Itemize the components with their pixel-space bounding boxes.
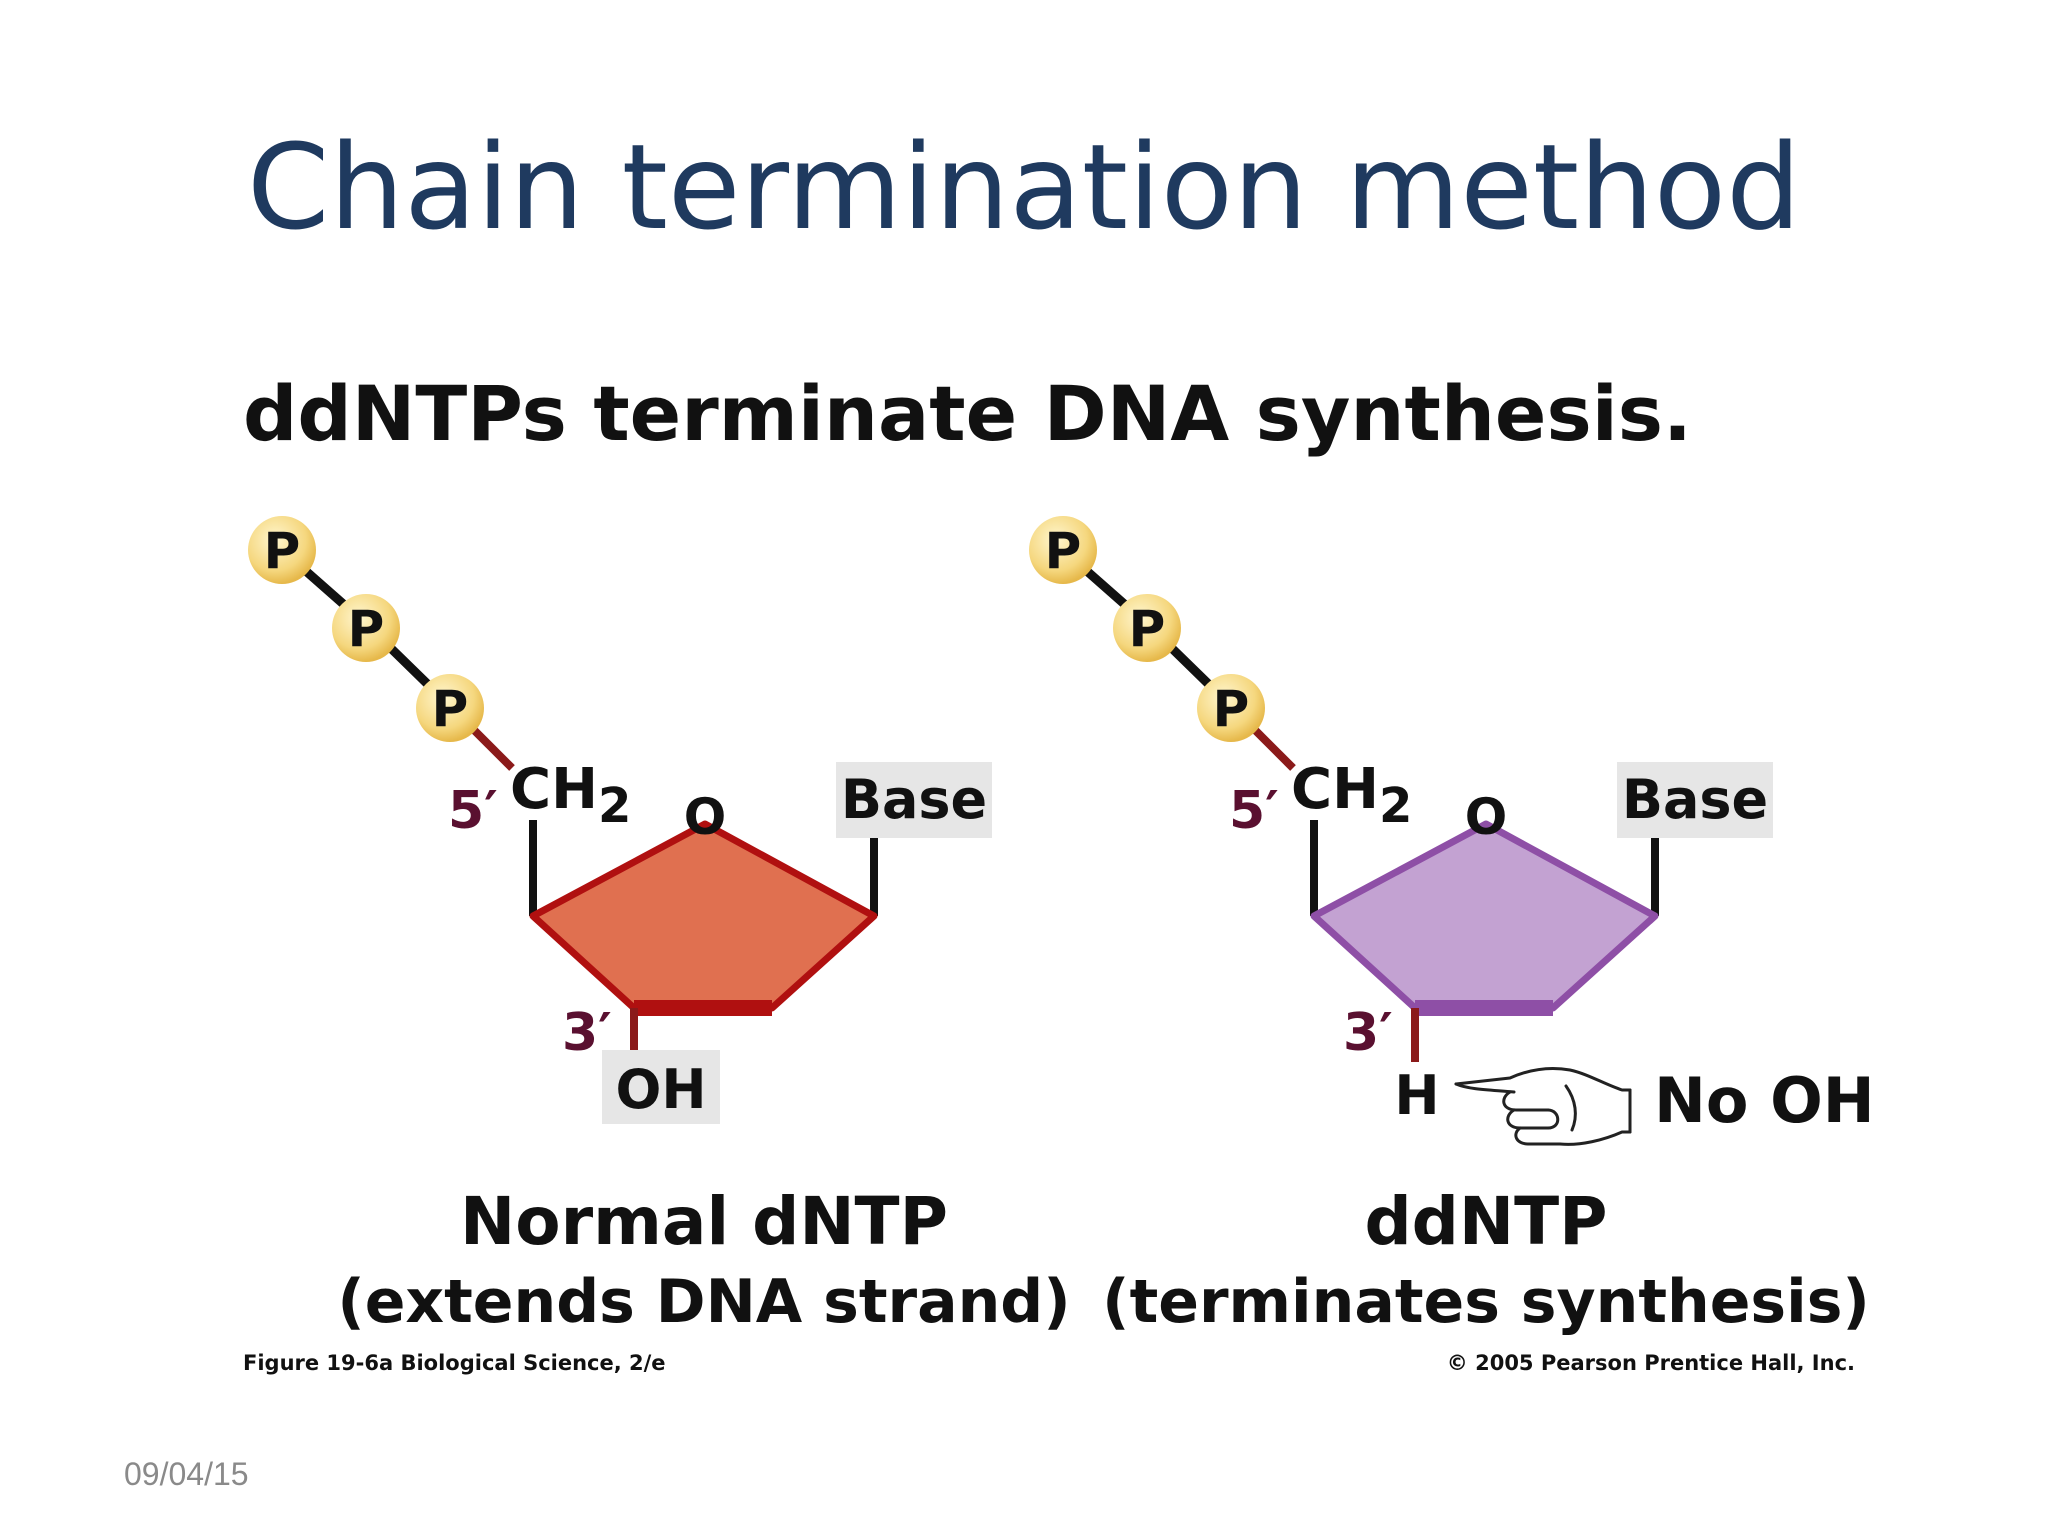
svg-text:P: P (1129, 600, 1166, 658)
phosphate-2: P (1113, 594, 1181, 662)
phosphate-3: P (1197, 674, 1265, 742)
base-label: Base (1622, 768, 1768, 831)
no-oh-annotation: No OH (1654, 1064, 1875, 1137)
phosphate-1: P (1029, 516, 1097, 584)
pointing-hand-icon (1454, 1066, 1632, 1146)
ch2-subscript: 2 (1379, 778, 1412, 834)
figure-heading: ddNTPs terminate DNA synthesis. (243, 369, 1692, 458)
base-box (836, 762, 992, 838)
svg-text:P: P (348, 600, 385, 658)
phosphate-1: P (248, 516, 316, 584)
h-label: H (1394, 1064, 1439, 1127)
ring-oxygen-label: O (1465, 788, 1508, 846)
dideoxyribose-ring (1310, 820, 1659, 1012)
svg-text:CH2: CH2 (1291, 757, 1412, 834)
five-prime-label: 5′ (1229, 781, 1279, 841)
normal-dntp-name: Normal dNTP (460, 1183, 948, 1260)
three-prime-label: 3′ (1343, 1003, 1393, 1063)
ddntp-structure: P P P 5′ CH2 O Base 3′ H (1029, 516, 1875, 1337)
normal-dntp-structure: P P P 5′ CH2 O Base 3′ OH Normal dNTP (e… (248, 516, 1071, 1337)
ch2-label: CH (1291, 757, 1379, 822)
oh-box (602, 1050, 720, 1124)
slide-date: 09/04/15 (124, 1456, 249, 1492)
ddntp-description: (terminates synthesis) (1102, 1267, 1870, 1337)
base-box (1617, 762, 1773, 838)
ch2-subscript: 2 (598, 778, 631, 834)
svg-text:P: P (1045, 522, 1082, 580)
ch2-label: CH (510, 757, 598, 822)
ring-oxygen-label: O (684, 788, 727, 846)
figure-caption-left: Figure 19-6a Biological Science, 2/e (243, 1351, 666, 1375)
oh-label: OH (615, 1058, 706, 1121)
svg-text:P: P (264, 522, 301, 580)
five-prime-label: 5′ (448, 781, 498, 841)
figure-caption-right: © 2005 Pearson Prentice Hall, Inc. (1447, 1351, 1855, 1375)
svg-text:P: P (1213, 680, 1250, 738)
base-label: Base (841, 768, 987, 831)
svg-text:CH2: CH2 (510, 757, 631, 834)
deoxyribose-ring (529, 820, 878, 1012)
phosphate-2: P (332, 594, 400, 662)
slide-title: Chain termination method (247, 118, 1801, 256)
svg-text:P: P (432, 680, 469, 738)
normal-dntp-description: (extends DNA strand) (337, 1267, 1070, 1337)
phosphate-3: P (416, 674, 484, 742)
ddntp-name: ddNTP (1364, 1183, 1607, 1260)
